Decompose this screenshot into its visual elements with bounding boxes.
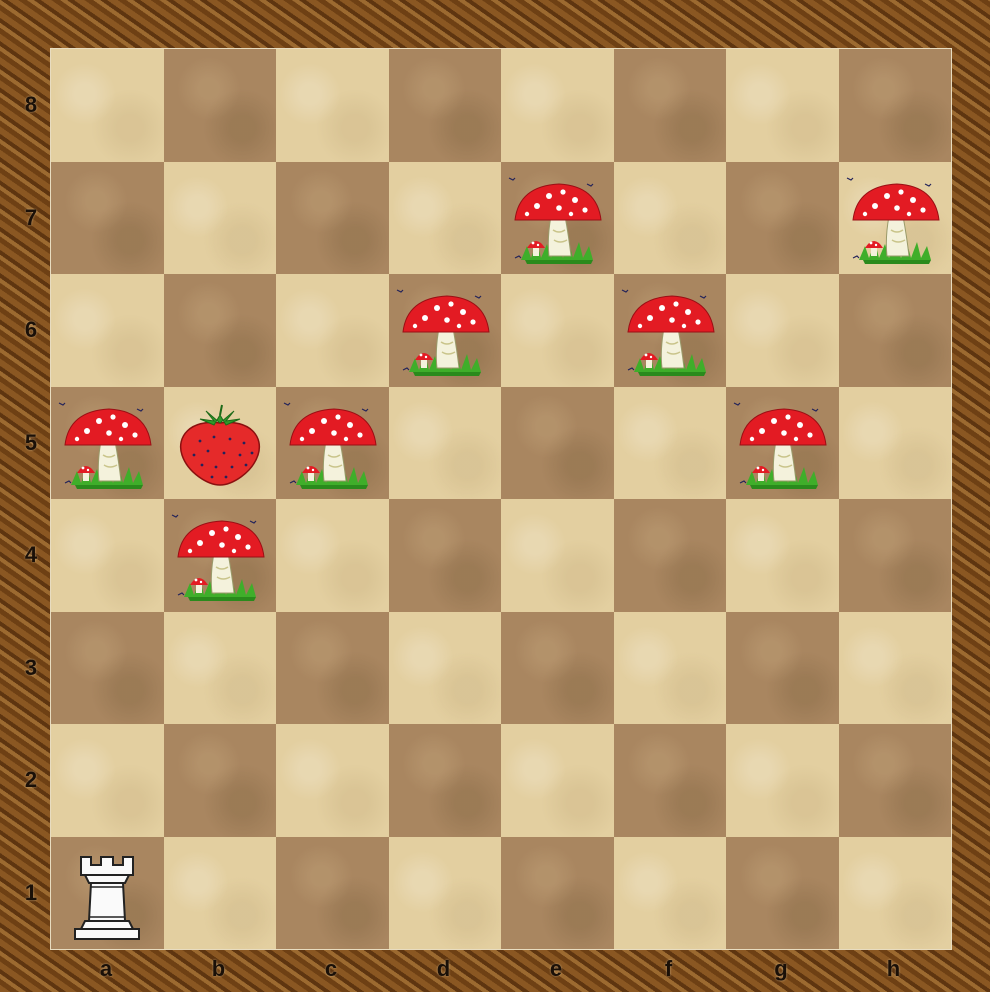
rank-label-7: 7 — [20, 205, 42, 231]
square-a3[interactable] — [51, 612, 164, 725]
square-f7[interactable] — [614, 162, 727, 275]
square-a2[interactable] — [51, 724, 164, 837]
square-h3[interactable] — [839, 612, 952, 725]
square-c2[interactable] — [276, 724, 389, 837]
square-f5[interactable] — [614, 387, 727, 500]
square-a8[interactable] — [51, 49, 164, 162]
square-a7[interactable] — [51, 162, 164, 275]
mushroom-icon[interactable] — [620, 280, 720, 380]
square-d4[interactable] — [389, 499, 502, 612]
square-b3[interactable] — [164, 612, 277, 725]
file-label-f: f — [613, 956, 725, 982]
square-g7[interactable] — [726, 162, 839, 275]
square-g6[interactable] — [726, 274, 839, 387]
square-d6[interactable] — [389, 274, 502, 387]
rank-label-2: 2 — [20, 767, 42, 793]
square-f2[interactable] — [614, 724, 727, 837]
file-label-g: g — [725, 956, 837, 982]
square-a4[interactable] — [51, 499, 164, 612]
square-h5[interactable] — [839, 387, 952, 500]
square-g3[interactable] — [726, 612, 839, 725]
square-h1[interactable] — [839, 837, 952, 950]
square-d2[interactable] — [389, 724, 502, 837]
square-d7[interactable] — [389, 162, 502, 275]
mushroom-icon[interactable] — [57, 393, 157, 493]
square-b5[interactable] — [164, 387, 277, 500]
square-b8[interactable] — [164, 49, 277, 162]
square-c3[interactable] — [276, 612, 389, 725]
square-c7[interactable] — [276, 162, 389, 275]
mushroom-icon[interactable] — [395, 280, 495, 380]
square-f6[interactable] — [614, 274, 727, 387]
square-e5[interactable] — [501, 387, 614, 500]
square-h2[interactable] — [839, 724, 952, 837]
rank-label-4: 4 — [20, 542, 42, 568]
file-label-h: h — [838, 956, 950, 982]
rank-label-1: 1 — [20, 880, 42, 906]
rank-label-6: 6 — [20, 317, 42, 343]
rank-label-3: 3 — [20, 655, 42, 681]
square-g4[interactable] — [726, 499, 839, 612]
square-b6[interactable] — [164, 274, 277, 387]
square-e4[interactable] — [501, 499, 614, 612]
square-a6[interactable] — [51, 274, 164, 387]
square-e3[interactable] — [501, 612, 614, 725]
square-f4[interactable] — [614, 499, 727, 612]
square-c1[interactable] — [276, 837, 389, 950]
square-d1[interactable] — [389, 837, 502, 950]
file-label-c: c — [275, 956, 387, 982]
file-label-e: e — [500, 956, 612, 982]
square-b1[interactable] — [164, 837, 277, 950]
square-f1[interactable] — [614, 837, 727, 950]
mushroom-icon[interactable] — [282, 393, 382, 493]
square-f3[interactable] — [614, 612, 727, 725]
square-e6[interactable] — [501, 274, 614, 387]
square-e7[interactable] — [501, 162, 614, 275]
square-h7[interactable] — [839, 162, 952, 275]
square-e8[interactable] — [501, 49, 614, 162]
square-h8[interactable] — [839, 49, 952, 162]
square-g1[interactable] — [726, 837, 839, 950]
square-e1[interactable] — [501, 837, 614, 950]
mushroom-icon[interactable] — [732, 393, 832, 493]
rank-label-5: 5 — [20, 430, 42, 456]
square-a5[interactable] — [51, 387, 164, 500]
file-label-a: a — [50, 956, 162, 982]
square-h4[interactable] — [839, 499, 952, 612]
square-b7[interactable] — [164, 162, 277, 275]
white-rook-icon[interactable] — [57, 843, 157, 943]
square-c8[interactable] — [276, 49, 389, 162]
file-label-d: d — [388, 956, 500, 982]
square-f8[interactable] — [614, 49, 727, 162]
mushroom-icon[interactable] — [170, 505, 270, 605]
square-h6[interactable] — [839, 274, 952, 387]
square-g5[interactable] — [726, 387, 839, 500]
rank-label-8: 8 — [20, 92, 42, 118]
strawberry-icon[interactable] — [170, 393, 270, 493]
square-g2[interactable] — [726, 724, 839, 837]
square-g8[interactable] — [726, 49, 839, 162]
square-b2[interactable] — [164, 724, 277, 837]
square-c4[interactable] — [276, 499, 389, 612]
square-c5[interactable] — [276, 387, 389, 500]
mushroom-icon[interactable] — [507, 168, 607, 268]
file-label-b: b — [163, 956, 275, 982]
chess-board — [50, 48, 952, 950]
mushroom-icon[interactable] — [845, 168, 945, 268]
square-a1[interactable] — [51, 837, 164, 950]
square-b4[interactable] — [164, 499, 277, 612]
square-c6[interactable] — [276, 274, 389, 387]
square-d8[interactable] — [389, 49, 502, 162]
square-d3[interactable] — [389, 612, 502, 725]
square-e2[interactable] — [501, 724, 614, 837]
square-d5[interactable] — [389, 387, 502, 500]
